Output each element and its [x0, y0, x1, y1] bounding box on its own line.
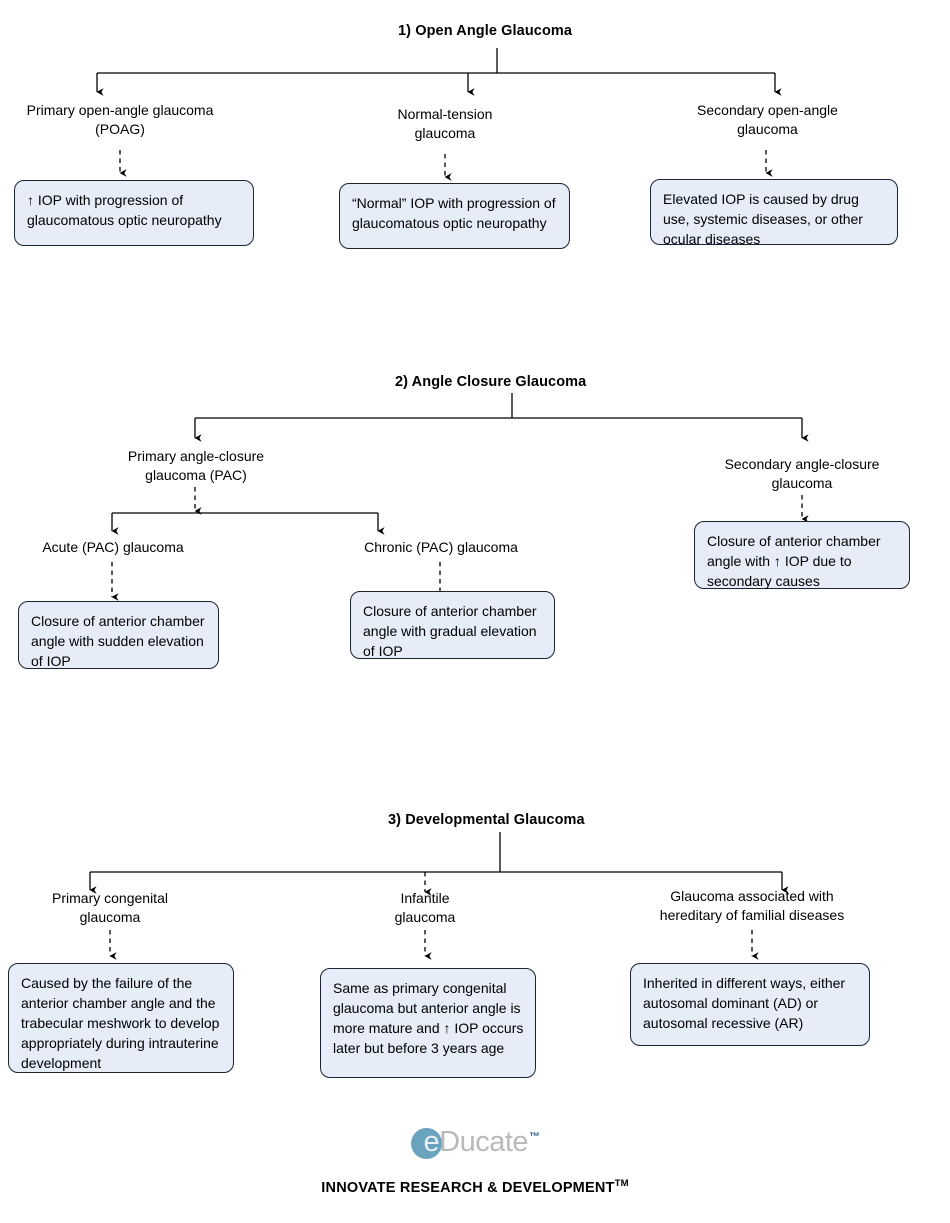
- footer-tagline: INNOVATE RESEARCH & DEVELOPMENTTM: [0, 1178, 950, 1196]
- node-label-chronic-pac: Chronic (PAC) glaucoma: [364, 539, 518, 555]
- desc-box-secondary-open-angle: Elevated IOP is caused by drug use, syst…: [650, 179, 898, 247]
- section3-connectors: [89, 832, 789, 894]
- node-label-primary-congenital: Primary congenital glaucoma: [32, 889, 188, 927]
- footer-tagline-tm: TM: [614, 1178, 629, 1189]
- node-label-line2: glaucoma: [394, 909, 456, 925]
- section-title-developmental: 3) Developmental Glaucoma: [388, 812, 585, 828]
- desc-box-chronic-pac: Closure of anterior chamber angle with g…: [350, 591, 555, 659]
- educate-logo-mark: eDucate™: [411, 1125, 540, 1159]
- node-label-poag: Primary open-angle glaucoma (POAG): [10, 101, 230, 139]
- node-label-acute-pac: Acute (PAC) glaucoma: [42, 539, 184, 555]
- node-label-line1: Secondary open-angle: [697, 102, 838, 118]
- node-label-line1: Normal-tension: [397, 106, 493, 122]
- brand-logo: eDucate™: [0, 1122, 950, 1162]
- logo-circle-icon: [411, 1127, 443, 1159]
- desc-box-infantile: Same as primary congenital glaucoma but …: [320, 968, 536, 1078]
- desc-box-hereditary: Inherited in different ways, either auto…: [630, 963, 870, 1046]
- logo-wordmark: eDucate™: [423, 1125, 540, 1159]
- footer-tagline-text: INNOVATE RESEARCH & DEVELOPMENT: [321, 1179, 615, 1196]
- node-label-line2: (POAG): [95, 121, 145, 137]
- node-label-line2: glaucoma: [771, 475, 833, 491]
- node-label-secondary-open-angle: Secondary open-angle glaucoma: [690, 101, 845, 139]
- desc-box-acute-pac: Closure of anterior chamber angle with s…: [18, 601, 219, 669]
- node-label-line2: glaucoma (PAC): [145, 467, 247, 483]
- node-label-line1: Secondary angle-closure: [724, 456, 880, 472]
- section1-dashed-connectors: [119, 150, 773, 181]
- node-label-line2: glaucoma: [737, 121, 798, 137]
- section-title-angle-closure: 2) Angle Closure Glaucoma: [395, 374, 587, 390]
- node-label-line1: Primary open-angle glaucoma: [26, 102, 214, 118]
- node-label-hereditary: Glaucoma associated with hereditary of f…: [640, 887, 864, 925]
- logo-word-text: Ducate: [439, 1125, 529, 1158]
- node-label-line1: Primary angle-closure: [127, 448, 265, 464]
- section1-connectors: [96, 48, 782, 96]
- node-label-line1: Primary congenital: [52, 890, 168, 906]
- node-label-line2: hereditary of familial diseases: [659, 907, 845, 923]
- logo-trademark-icon: ™: [529, 1130, 540, 1143]
- node-label-primary-angle-closure: Primary angle-closure glaucoma (PAC): [110, 447, 282, 485]
- logo-letter-e: e: [423, 1125, 440, 1158]
- node-label-line1: Infantile: [400, 890, 450, 906]
- node-label-secondary-angle-closure: Secondary angle-closure glaucoma: [708, 455, 896, 493]
- desc-box-primary-congenital: Caused by the failure of the anterior ch…: [8, 963, 234, 1073]
- desc-box-poag: ↑ IOP with progression of glaucomatous o…: [14, 180, 254, 246]
- section-title-open-angle: 1) Open Angle Glaucoma: [398, 23, 573, 39]
- desc-box-secondary-angle-closure: Closure of anterior chamber angle with ↑…: [694, 521, 910, 589]
- node-label-line2: glaucoma: [79, 909, 141, 925]
- node-label-normal-tension: Normal-tension glaucoma: [375, 105, 515, 143]
- node-label-line1: Glaucoma associated with: [670, 888, 834, 904]
- desc-box-normal-tension: “Normal” IOP with progression of glaucom…: [339, 183, 570, 249]
- node-label-line2: glaucoma: [414, 125, 476, 141]
- node-label-infantile: Infantile glaucoma: [362, 889, 488, 927]
